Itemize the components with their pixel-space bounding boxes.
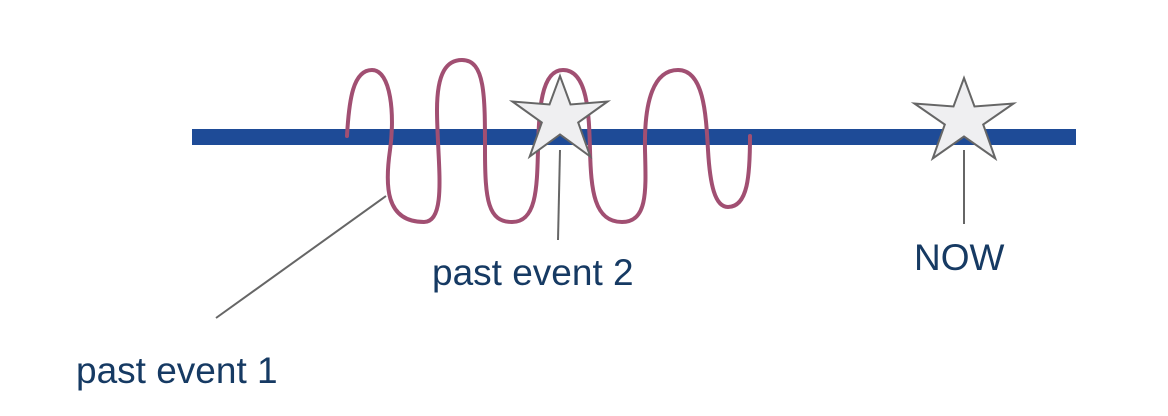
past-event-2-pointer (557, 149, 561, 241)
star-icon (508, 73, 612, 160)
star-icon (910, 75, 1018, 162)
past-event-1-pointer (215, 195, 387, 319)
label-past-event-1: past event 1 (76, 350, 278, 391)
label-past-event-2: past event 2 (432, 252, 634, 293)
label-now: NOW (914, 237, 1005, 278)
timeline-bar (192, 129, 1076, 145)
